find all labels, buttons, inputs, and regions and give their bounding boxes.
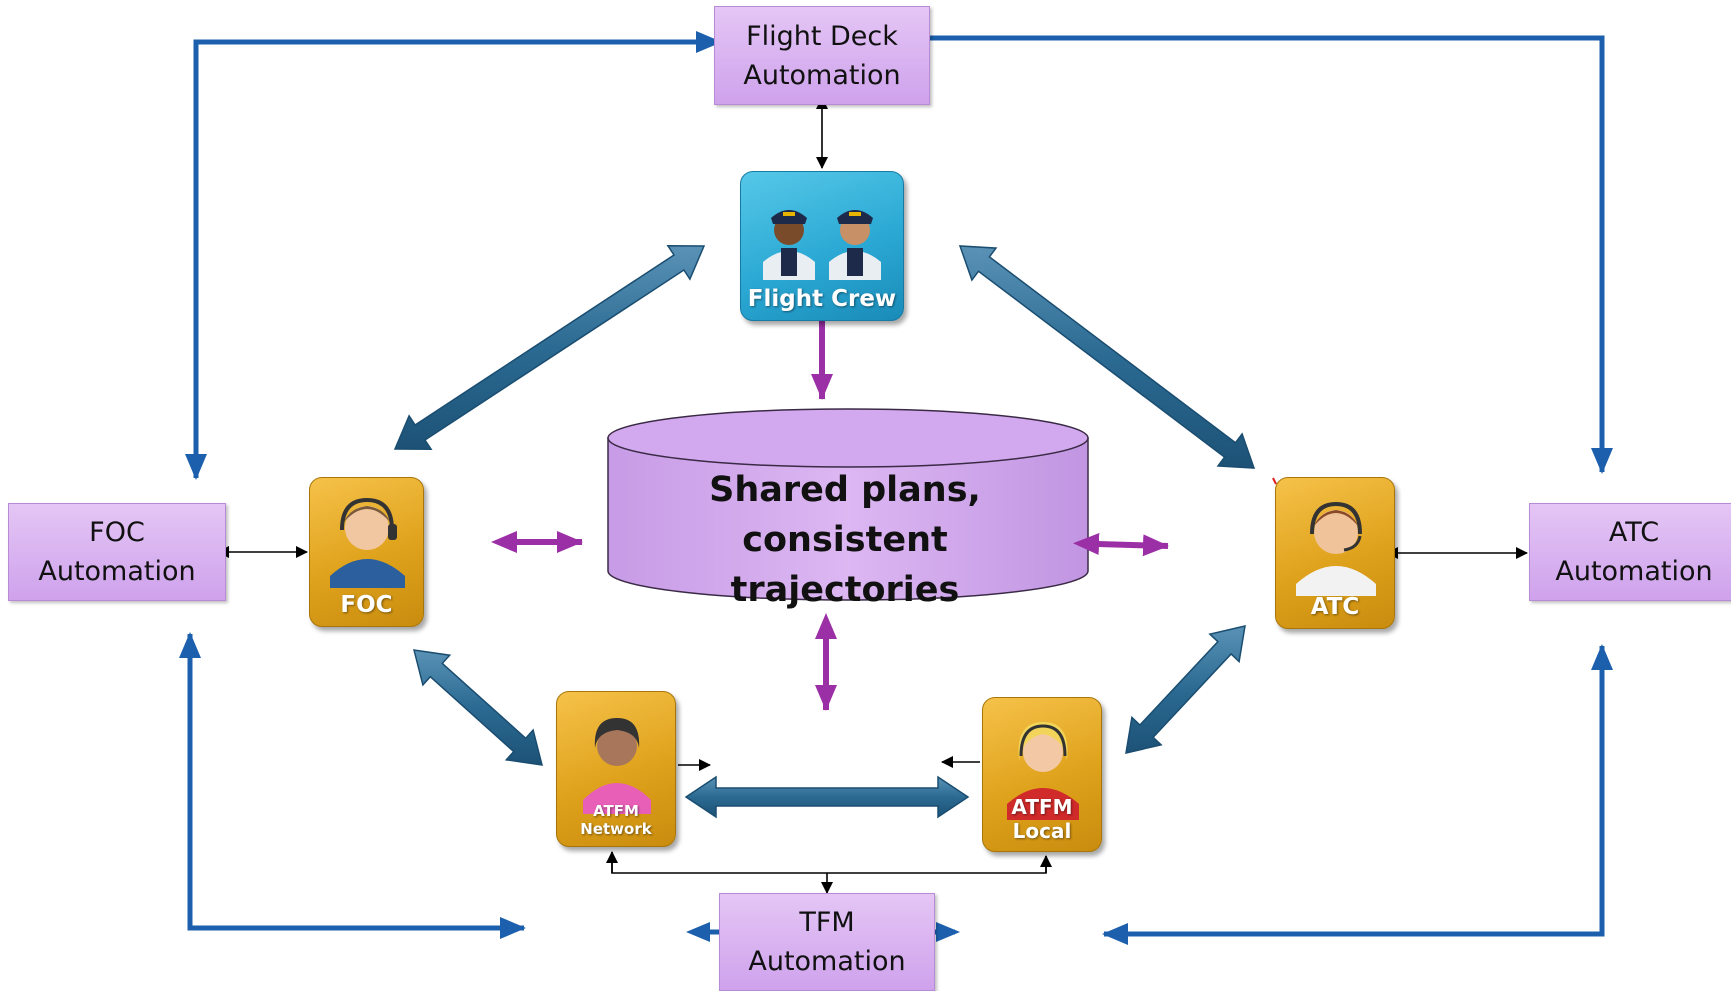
database-cylinder-icon bbox=[607, 408, 1089, 601]
connector-tfm-bus bbox=[611, 852, 1047, 874]
tfm-automation-box: TFM Automation bbox=[719, 893, 935, 991]
arrow-flight-deck-to-atc bbox=[906, 35, 1613, 474]
atfm-network-tile: ATFM Network bbox=[556, 691, 676, 847]
shared-arrows bbox=[491, 267, 1169, 711]
foc-tile: FOC bbox=[309, 477, 424, 627]
arrow-crew-atc bbox=[958, 245, 1256, 469]
flow-manager-icon bbox=[1007, 722, 1079, 820]
flight-crew-label: Flight Crew bbox=[747, 286, 897, 312]
connector-arrows bbox=[217, 97, 1528, 894]
flight-crew-tile: Flight Crew bbox=[740, 171, 904, 321]
database-label: Shared plans, consistent trajectories bbox=[709, 470, 981, 610]
atc-automation-box: ATC Automation bbox=[1529, 503, 1731, 601]
arrow-foc-network bbox=[412, 649, 544, 766]
arrow-crew-foc bbox=[393, 245, 706, 450]
arrow-foc-to-tfm bbox=[187, 634, 526, 939]
atfm-local-tile: ATFM Local bbox=[982, 697, 1102, 852]
arrow-atc-local bbox=[1125, 625, 1246, 754]
pilot-icon bbox=[763, 210, 881, 280]
arrow-database-atc bbox=[1073, 533, 1169, 557]
atc-tile: ATC bbox=[1275, 477, 1395, 629]
atfm-local-label: ATFM Local bbox=[1011, 795, 1073, 843]
arrow-atc-to-tfm bbox=[1102, 646, 1605, 945]
feedback-arrows bbox=[179, 27, 1613, 945]
foc-automation-box: FOC Automation bbox=[8, 503, 226, 601]
flight-deck-automation-box: Flight Deck Automation bbox=[714, 6, 930, 105]
flow-manager-icon bbox=[583, 718, 651, 814]
actor-arrows bbox=[393, 245, 1256, 819]
atc-label: ATC bbox=[1310, 594, 1360, 620]
atfm-network-label: ATFM Network bbox=[580, 802, 652, 838]
dispatcher-icon bbox=[330, 497, 405, 588]
foc-label: FOC bbox=[340, 592, 393, 618]
controller-icon bbox=[1296, 501, 1376, 596]
arrow-network-local bbox=[684, 775, 970, 819]
